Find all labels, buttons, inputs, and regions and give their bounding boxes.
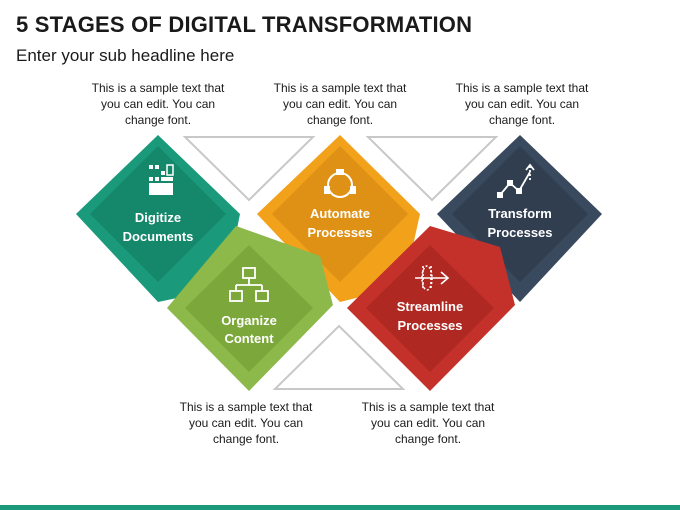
stage-organize-line2: Content bbox=[224, 331, 274, 346]
bottom-accent-bar bbox=[0, 505, 680, 510]
stage-automate: Automate Processes bbox=[257, 135, 420, 302]
note-top-3: This is a sample text that you can edit.… bbox=[455, 81, 589, 127]
stage-streamline-line2: Processes bbox=[397, 318, 462, 333]
hierarchy-icon bbox=[229, 267, 269, 302]
stage-automate-inner bbox=[272, 146, 408, 282]
cycle-arrows-icon bbox=[324, 169, 356, 198]
stage-organize: Organize Content bbox=[167, 226, 333, 391]
document-scan-icon bbox=[149, 164, 174, 195]
stage-transform-line1: Transform bbox=[488, 206, 552, 221]
stage-streamline-inner bbox=[366, 245, 494, 372]
page-subtitle: Enter your sub headline here bbox=[16, 46, 235, 65]
stage-streamline-line1: Streamline bbox=[397, 299, 463, 314]
outline-triangle-bottom bbox=[272, 324, 406, 390]
note-bottom-1: This is a sample text that you can edit.… bbox=[179, 400, 313, 446]
stage-digitize-line1: Digitize bbox=[135, 210, 181, 225]
note-top-1: This is a sample text that you can edit.… bbox=[91, 81, 225, 127]
outline-triangles bbox=[182, 136, 499, 390]
stage-digitize-line2: Documents bbox=[123, 229, 194, 244]
note-top-2: This is a sample text that you can edit.… bbox=[273, 81, 407, 127]
stage-streamline: Streamline Processes bbox=[347, 226, 515, 391]
outline-triangle-top-right bbox=[365, 136, 499, 202]
stage-transform-line2: Processes bbox=[487, 225, 552, 240]
stage-digitize-inner bbox=[90, 146, 226, 282]
stage-organize-inner bbox=[185, 245, 313, 372]
stage-automate-line1: Automate bbox=[310, 206, 370, 221]
stage-automate-line2: Processes bbox=[307, 225, 372, 240]
note-bottom-2: This is a sample text that you can edit.… bbox=[361, 400, 495, 446]
stage-organize-line1: Organize bbox=[221, 313, 277, 328]
outline-triangle-top-left bbox=[182, 136, 316, 202]
page-title: 5 STAGES OF DIGITAL TRANSFORMATION bbox=[16, 12, 473, 37]
trend-line-icon bbox=[497, 163, 535, 198]
stream-arrow-icon bbox=[415, 265, 450, 291]
stage-digitize: Digitize Documents bbox=[76, 135, 240, 302]
